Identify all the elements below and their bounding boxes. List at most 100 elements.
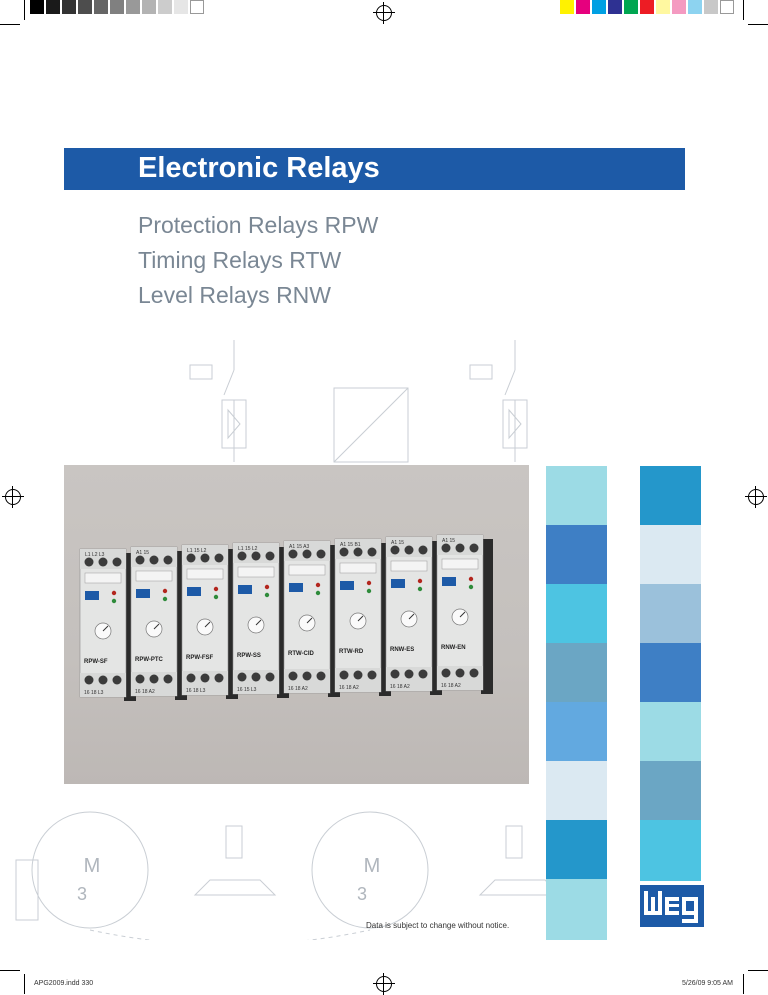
relay-label-window xyxy=(390,560,428,572)
terminal-screw-icon xyxy=(418,545,428,555)
color-square xyxy=(546,525,607,586)
led-red-icon xyxy=(162,588,168,594)
terminal-screw-icon xyxy=(316,671,326,681)
file-slug: APG2009.indd 330 xyxy=(34,980,94,987)
terminal-screw-icon xyxy=(98,675,108,685)
color-square xyxy=(546,584,607,645)
terminal-screw-icon xyxy=(84,557,94,567)
dial-pointer xyxy=(102,625,109,632)
relay-label-window xyxy=(135,570,173,582)
color-square xyxy=(640,761,701,822)
color-square xyxy=(640,702,701,763)
terminal-screw-icon xyxy=(251,672,261,682)
terminal-labels-top: A1 15 B1 xyxy=(340,542,361,548)
terminal-screw-icon xyxy=(251,551,261,561)
color-square xyxy=(640,584,701,645)
dial-pointer xyxy=(153,623,160,630)
color-square xyxy=(640,643,701,704)
weg-logo-small xyxy=(136,589,150,598)
weg-logo xyxy=(640,885,704,927)
terminal-screw-icon xyxy=(441,668,451,678)
led-red-icon xyxy=(315,582,321,588)
relay-model-label: RPW-FSF xyxy=(186,655,214,661)
color-square xyxy=(640,820,701,881)
color-square xyxy=(640,466,701,527)
registration-mark-icon xyxy=(745,486,767,508)
color-square xyxy=(546,820,607,881)
terminal-labels-bottom: 16 18 A2 xyxy=(288,686,308,692)
terminal-labels-top: L1 L2 L3 xyxy=(85,552,105,558)
relay-model-label: RPW-SS xyxy=(237,653,261,659)
terminal-screw-icon xyxy=(302,671,312,681)
terminal-screw-icon xyxy=(98,557,108,567)
led-green-icon xyxy=(366,588,372,594)
terminal-labels-bottom: 16 18 A2 xyxy=(135,689,155,695)
color-square xyxy=(546,466,607,527)
terminal-screw-icon xyxy=(149,555,159,565)
subtitle-protection: Protection Relays RPW xyxy=(138,212,379,238)
circuit-schematic: M 3 M 3 xyxy=(15,340,562,940)
terminal-screw-icon xyxy=(149,674,159,684)
relay-side xyxy=(481,539,493,694)
terminal-screw-icon xyxy=(84,675,94,685)
terminal-screw-icon xyxy=(214,673,224,683)
weg-logo-small xyxy=(391,579,405,588)
registration-mark-icon xyxy=(2,486,24,508)
title-band: Electronic Relays xyxy=(64,148,685,190)
color-square xyxy=(546,879,607,940)
color-square xyxy=(640,525,701,586)
relay-model-label: RNW-ES xyxy=(390,647,414,653)
led-green-icon xyxy=(264,592,270,598)
terminal-labels-top: A1 15 xyxy=(136,550,149,556)
led-red-icon xyxy=(264,584,270,590)
led-green-icon xyxy=(111,598,117,604)
terminal-labels-bottom: 16 18 L3 xyxy=(84,690,104,696)
led-green-icon xyxy=(417,586,423,592)
terminal-labels-top: A1 15 xyxy=(442,538,455,544)
registration-mark-icon xyxy=(373,973,395,995)
terminal-screw-icon xyxy=(404,545,414,555)
terminal-screw-icon xyxy=(353,547,363,557)
terminal-screw-icon xyxy=(265,672,275,682)
weg-logo-small xyxy=(340,581,354,590)
dial-pointer xyxy=(306,617,313,624)
terminal-screw-icon xyxy=(214,553,224,563)
terminal-screw-icon xyxy=(135,674,145,684)
motor-letter: M xyxy=(84,855,101,877)
terminal-labels-top: L1 15 L2 xyxy=(238,546,258,552)
page-title: Electronic Relays xyxy=(138,152,380,184)
terminal-screw-icon xyxy=(288,671,298,681)
weg-logo-small xyxy=(442,577,456,586)
terminal-screw-icon xyxy=(200,553,210,563)
relay-model-label: RPW-PTC xyxy=(135,657,164,663)
dial-pointer xyxy=(204,621,211,628)
relay-model-label: RTW-RD xyxy=(339,649,364,655)
relay-label-window xyxy=(288,564,326,576)
terminal-labels-bottom: 16 15 L3 xyxy=(237,687,257,693)
color-square xyxy=(546,702,607,763)
terminal-screw-icon xyxy=(265,551,275,561)
terminal-labels-bottom: 16 18 A2 xyxy=(339,685,359,691)
terminal-screw-icon xyxy=(469,668,479,678)
terminal-screw-icon xyxy=(455,543,465,553)
terminal-screw-icon xyxy=(186,553,196,563)
terminal-screw-icon xyxy=(135,555,145,565)
motor-letter: M xyxy=(364,855,381,877)
led-red-icon xyxy=(111,590,117,596)
weg-logo-small xyxy=(238,585,252,594)
motor-phase-number: 3 xyxy=(77,884,87,904)
dial-pointer xyxy=(459,611,466,618)
weg-logo-small xyxy=(289,583,303,592)
terminal-screw-icon xyxy=(237,551,247,561)
terminal-screw-icon xyxy=(469,543,479,553)
led-red-icon xyxy=(417,578,423,584)
terminal-screw-icon xyxy=(302,549,312,559)
terminal-labels-top: A1 15 xyxy=(391,540,404,546)
terminal-labels-bottom: 16 18 L3 xyxy=(186,688,206,694)
terminal-labels-top: L1 15 L2 xyxy=(187,548,207,554)
terminal-screw-icon xyxy=(367,547,377,557)
terminal-screw-icon xyxy=(353,670,363,680)
dial-pointer xyxy=(408,613,415,620)
led-green-icon xyxy=(315,590,321,596)
